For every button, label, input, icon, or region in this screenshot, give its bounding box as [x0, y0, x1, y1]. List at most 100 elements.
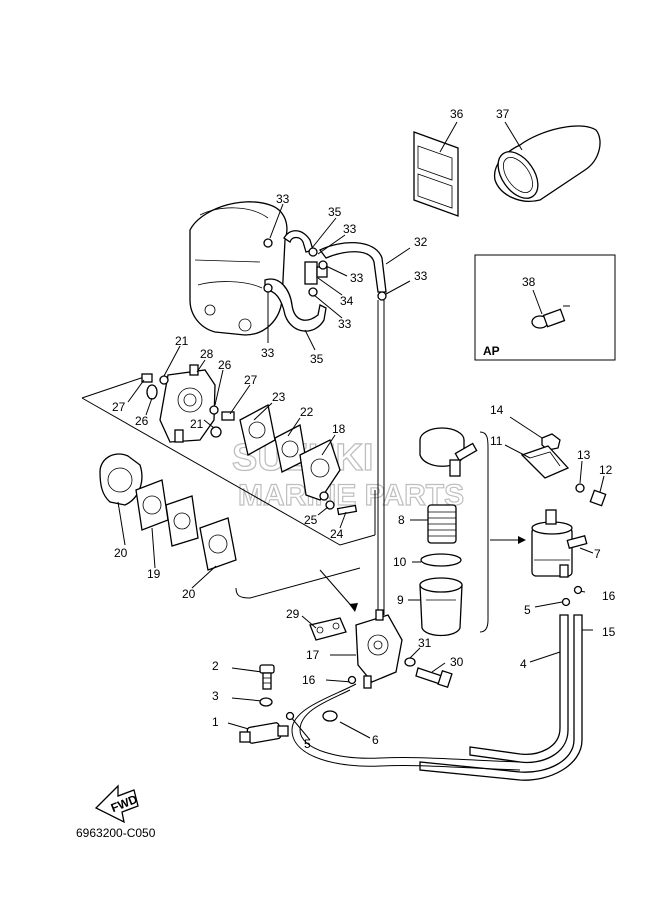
callout-28: 28: [200, 347, 214, 361]
leader-lines-left: [117, 345, 347, 589]
callout-6: 6: [372, 733, 379, 747]
hose-35-top: [283, 230, 314, 253]
callout-9: 9: [397, 593, 404, 607]
part-18-pump-body: [299, 439, 341, 501]
callout-31: 31: [418, 636, 432, 650]
callout-35: 35: [310, 352, 324, 366]
callout-30: 30: [450, 655, 464, 669]
callout-27: 27: [112, 400, 126, 414]
arrow-to-7-head: [518, 536, 526, 544]
callout-1: 1: [212, 715, 219, 729]
callout-33: 33: [276, 192, 290, 206]
part-17-pump: [355, 609, 403, 689]
fwd-arrow-icon: FWD: [94, 784, 140, 824]
part-3-washer: [259, 697, 273, 707]
callout-37: 37: [496, 107, 510, 121]
hose-15: [419, 614, 583, 781]
part-13-washer: [575, 483, 585, 493]
callout-20: 20: [182, 587, 196, 601]
leader-lines-top: [267, 203, 411, 351]
part-1-connector: [239, 722, 289, 744]
part-28-pump-body: [159, 364, 216, 443]
callout-34: 34: [340, 294, 354, 308]
clip-5-lower: [285, 711, 295, 721]
hose-4: [469, 614, 569, 764]
joint-34: [304, 261, 328, 285]
part-20-gasket-right: [199, 517, 237, 571]
part-21-nut-top: [159, 375, 169, 385]
part-36-decal: [413, 121, 459, 217]
part-27-screw-left: [141, 373, 153, 383]
part-7-fuel-filter: [531, 509, 588, 578]
callout-16: 16: [602, 589, 616, 603]
ap-inset-label: AP: [483, 344, 500, 358]
part-27-screw-right: [221, 411, 235, 421]
group-bracket: [479, 431, 489, 633]
part-11-bracket: [520, 445, 570, 479]
callout-33: 33: [414, 269, 428, 283]
fuel-line-vertical: [377, 300, 385, 615]
callout-7: 7: [594, 547, 601, 561]
callout-20: 20: [114, 546, 128, 560]
callout-24: 24: [330, 527, 344, 541]
callout-16: 16: [302, 673, 316, 687]
callout-33: 33: [338, 317, 352, 331]
callout-13: 13: [577, 448, 591, 462]
callout-12: 12: [599, 463, 613, 477]
part-20-gasket-mid: [165, 495, 199, 547]
callout-21: 21: [175, 334, 189, 348]
callout-21: 21: [190, 417, 204, 431]
callout-36: 36: [450, 107, 464, 121]
callout-18: 18: [332, 422, 346, 436]
callout-23: 23: [272, 390, 286, 404]
part-26-ring-left: [146, 384, 158, 400]
part-10-o-ring: [412, 553, 462, 567]
callout-27: 27: [244, 373, 258, 387]
callout-32: 32: [414, 235, 428, 249]
callout-3: 3: [212, 689, 219, 703]
clips-5-16-right: [561, 585, 583, 607]
callout-8: 8: [398, 513, 405, 527]
engine-block: [189, 201, 288, 336]
callout-29: 29: [286, 607, 300, 621]
leader-lines-right: [504, 416, 605, 663]
callout-labels: 36 37 33 35 33 32 33 33 34 33 33 35 38 2…: [112, 107, 616, 751]
callout-14: 14: [490, 403, 504, 417]
part-29-gasket: [309, 617, 347, 641]
diagram-code: 6963200-C050: [76, 826, 156, 840]
part-8-filter-element: [410, 504, 457, 544]
callout-25: 25: [304, 513, 318, 527]
part-31-washer: [404, 657, 416, 667]
part-37-grommet: [493, 121, 601, 202]
callout-38: 38: [522, 275, 536, 289]
callout-22: 22: [300, 405, 314, 419]
callout-33: 33: [343, 222, 357, 236]
part-21-nut-bottom: [210, 426, 222, 438]
callout-35: 35: [328, 205, 342, 219]
callout-4: 4: [520, 657, 527, 671]
part-2-bolt: [259, 664, 275, 690]
callout-26: 26: [135, 414, 149, 428]
assembly-outline: [81, 374, 376, 612]
hose-6: [291, 683, 521, 771]
ap-inset: AP: [474, 254, 616, 361]
part-30-bolt: [415, 667, 453, 689]
callout-26: 26: [218, 358, 232, 372]
callout-15: 15: [602, 625, 616, 639]
callout-10: 10: [393, 555, 407, 569]
part-12-bolt: [589, 489, 607, 507]
callout-17: 17: [306, 648, 320, 662]
part-26-ring-right: [209, 405, 219, 415]
part-24-screw: [336, 504, 358, 516]
callout-11: 11: [490, 434, 503, 448]
leader-lines-lower: [227, 615, 446, 741]
part-20-gasket-left: [99, 453, 143, 506]
hose-35-bottom: [264, 278, 327, 332]
callout-33: 33: [350, 271, 364, 285]
part-9-filter-cup: [408, 577, 463, 637]
part-19-diaphragm: [135, 479, 169, 531]
callout-2: 2: [212, 659, 219, 673]
callout-5: 5: [304, 737, 311, 751]
callout-33: 33: [261, 346, 275, 360]
